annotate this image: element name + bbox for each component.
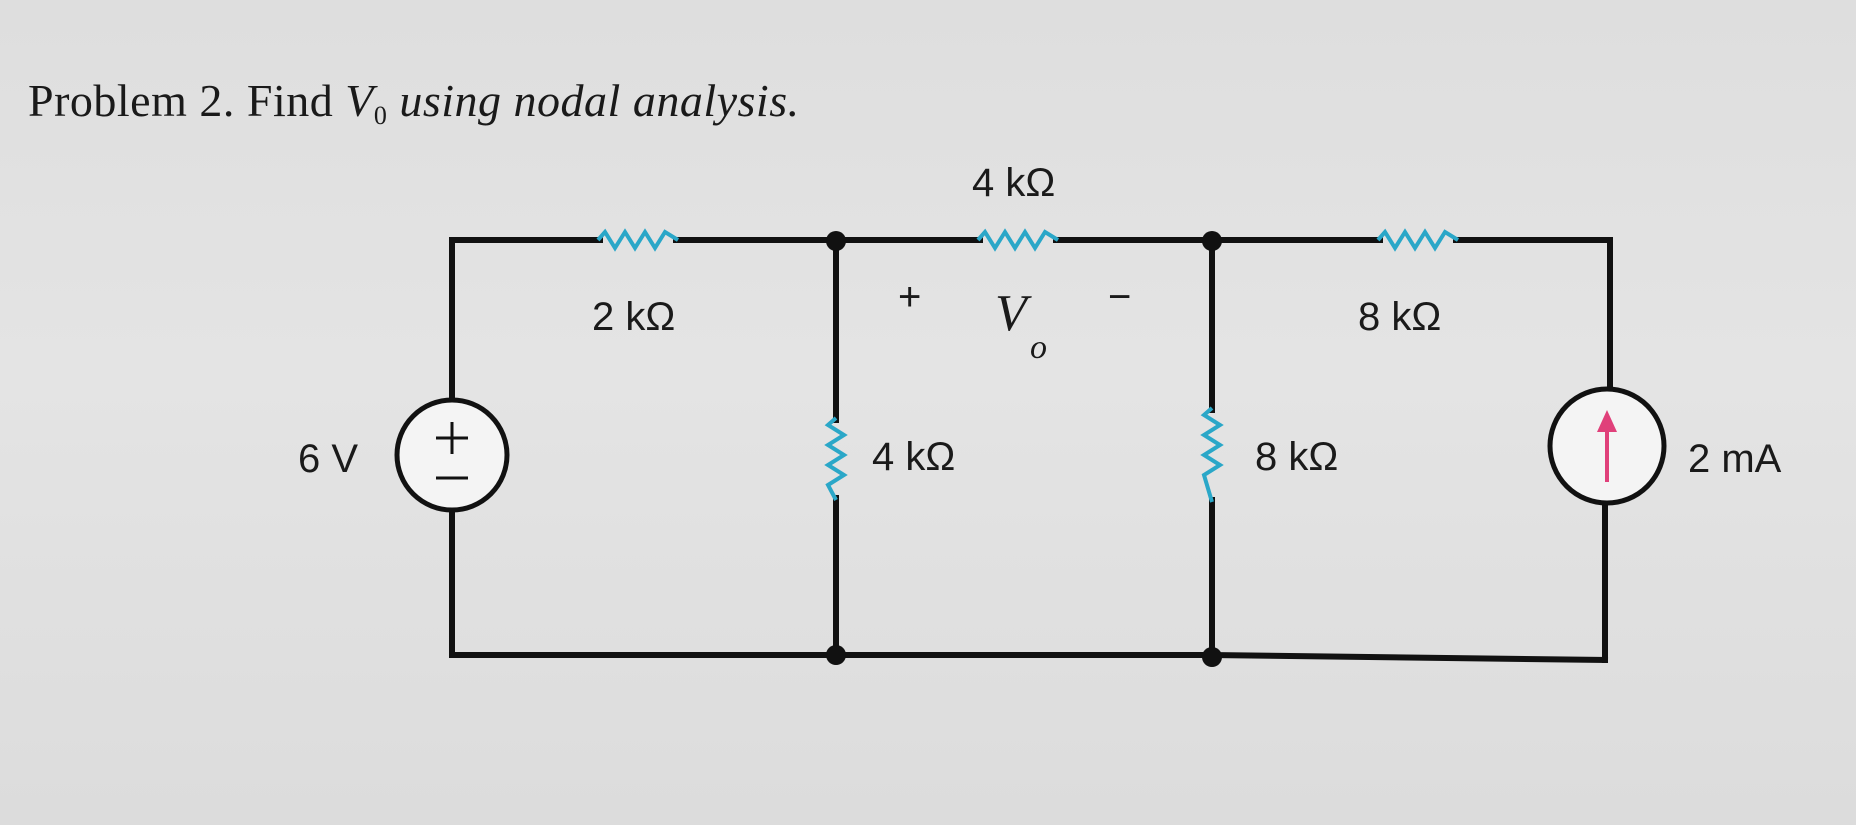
wire-top-right-b — [1453, 237, 1613, 388]
title-variable: V0 — [345, 75, 388, 130]
label-source-voltage: 6 V — [298, 437, 358, 481]
label-r-top-left: 2 kΩ — [592, 295, 675, 339]
wires — [449, 237, 1613, 664]
title-suffix: using nodal analysis. — [399, 75, 800, 126]
problem-title: Problem 2. Find V0 using nodal analysis. — [28, 74, 800, 130]
resistor-8k-shunt — [1200, 406, 1224, 503]
vo-label-main: V — [995, 285, 1032, 342]
vo-label-sub: o — [1030, 329, 1047, 366]
title-prefix: Problem 2. Find — [28, 75, 334, 126]
label-r-shunt-left: 4 kΩ — [872, 435, 955, 479]
voltage-source-icon — [394, 397, 510, 513]
current-source-icon — [1547, 386, 1667, 506]
vo-plus-sign: + — [898, 275, 921, 319]
resistor-4k-top — [976, 228, 1060, 252]
node-b-top — [1202, 231, 1222, 251]
resistor-8k-top — [1376, 228, 1460, 252]
resistor-2k-top — [596, 228, 680, 252]
label-r-top-right: 8 kΩ — [1358, 295, 1441, 339]
vo-minus-sign: − — [1108, 275, 1131, 319]
node-a-bottom — [826, 645, 846, 665]
resistor-4k-shunt — [824, 416, 848, 501]
label-source-current: 2 mA — [1688, 437, 1782, 481]
label-r-shunt-right: 8 kΩ — [1255, 435, 1338, 479]
node-b-bottom — [1202, 647, 1222, 667]
node-a-top — [826, 231, 846, 251]
wire-left-bottom — [449, 505, 838, 658]
label-r-top-middle: 4 kΩ — [972, 161, 1055, 205]
